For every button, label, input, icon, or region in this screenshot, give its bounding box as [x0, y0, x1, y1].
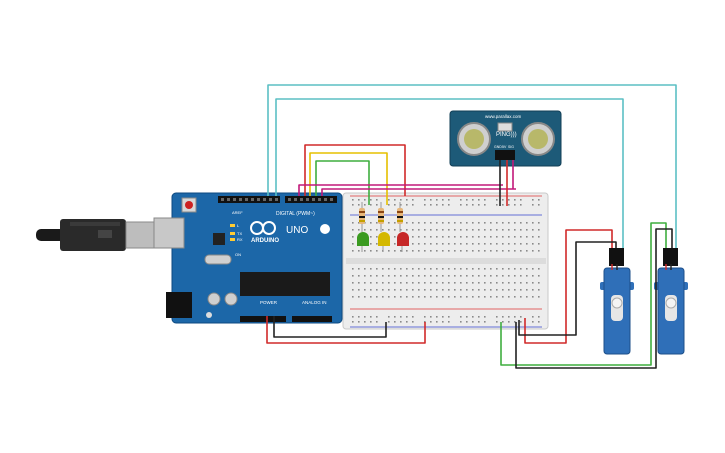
analog-header-label: ANALOG IN: [302, 300, 327, 305]
servo-1[interactable]: [600, 248, 634, 355]
tx-led-icon: [230, 232, 235, 235]
wire-arduino-5v[interactable]: [266, 316, 426, 344]
wire-magenta-sensor[interactable]: [298, 184, 503, 196]
on-led-label: ON: [235, 252, 241, 257]
ultrasonic-sensor[interactable]: www.parallax.com PING))) GND 5V SIG: [449, 110, 562, 167]
led-red[interactable]: [397, 232, 409, 252]
sensor-pin-gnd-label: GND: [494, 145, 502, 149]
l-led-icon: [230, 224, 235, 227]
sensor-pin-header: [495, 150, 515, 160]
wire-magenta-sensor-2[interactable]: [321, 188, 516, 196]
servo-1-horn-icon: [611, 297, 623, 309]
tx-led-label: TX: [237, 231, 242, 236]
led-green-body: [357, 232, 369, 246]
model-label: UNO: [286, 225, 308, 236]
led-yellow-body: [378, 232, 390, 246]
arduino-logo: [250, 221, 276, 235]
wire-green-led[interactable]: [315, 160, 370, 205]
wire-teal-servo2[interactable]: [267, 84, 677, 248]
power-header-label: POWER: [260, 300, 278, 305]
rx-led-icon: [230, 238, 235, 241]
sensor-pin-5v-label: 5V: [502, 145, 507, 149]
wire-teal-servo1[interactable]: [275, 98, 624, 248]
arduino-uno-board[interactable]: AREF DIGITAL (PWM~) L TX RX ARDUINO UNO …: [153, 192, 343, 324]
wire-servo2-power[interactable]: [500, 222, 667, 366]
led-yellow[interactable]: [378, 232, 390, 252]
usb-cable[interactable]: [36, 219, 157, 251]
wire-arduino-gnd[interactable]: [273, 316, 387, 338]
servo-2-horn-icon: [665, 297, 677, 309]
led-green[interactable]: [357, 232, 369, 252]
sensor-pin-sig-label: SIG: [508, 145, 514, 149]
sensor-url-label: www.parallax.com: [485, 114, 522, 119]
digital-header-label: DIGITAL (PWM~): [276, 211, 315, 217]
wire-red-led[interactable]: [304, 144, 406, 196]
breadboard[interactable]: [342, 192, 549, 330]
resistor-2[interactable]: [378, 202, 384, 232]
brand-label: ARDUINO: [251, 238, 279, 244]
servo-2[interactable]: [654, 248, 688, 355]
wire-servo1-power[interactable]: [524, 229, 613, 344]
l-led-label: L: [237, 223, 240, 228]
uno-badge-icon: [320, 224, 330, 234]
resistor-1[interactable]: [359, 202, 365, 232]
wire-servo1-gnd[interactable]: [518, 241, 617, 336]
atmega-chip: [240, 272, 330, 296]
sensor-name-label: PING))): [496, 132, 517, 138]
wire-yellow-led[interactable]: [309, 152, 388, 205]
led-red-body: [397, 232, 409, 246]
resistor-3[interactable]: [397, 202, 403, 232]
aref-label: AREF: [232, 210, 243, 215]
rx-led-label: RX: [237, 237, 243, 242]
wire-servo2-gnd[interactable]: [515, 228, 673, 369]
